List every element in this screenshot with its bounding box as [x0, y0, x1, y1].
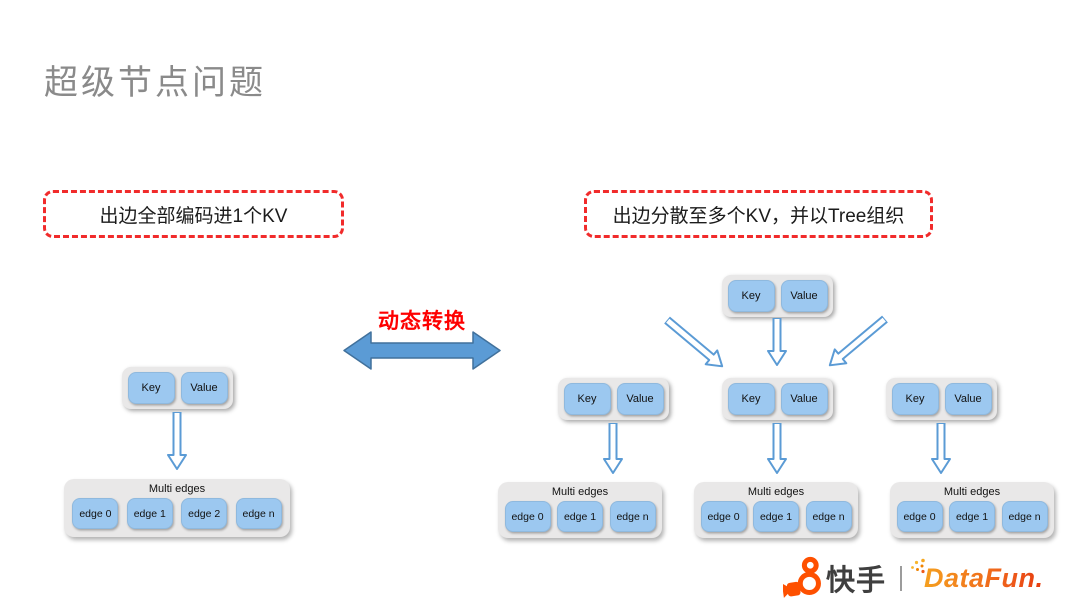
double-arrow-icon [343, 331, 501, 370]
down-arrow-icon [931, 423, 951, 474]
edge-chip: edge 0 [700, 501, 747, 532]
multi-edges-title: Multi edges [747, 486, 805, 498]
key-chip: Key [127, 372, 175, 404]
edge-chip: edge 1 [126, 498, 173, 529]
edge-chip: edge 1 [949, 501, 995, 532]
value-chip: Value [180, 372, 228, 404]
key-chip: Key [563, 383, 611, 415]
datafun-dots-icon [911, 558, 925, 573]
multi-edges-title: Multi edges [943, 486, 1001, 498]
down-arrow-icon [167, 412, 187, 470]
edge-chip: edge 0 [896, 501, 943, 532]
right-multi-edges-box-1: Multi edges edge 0 edge 1 edge n [498, 482, 662, 538]
diagonal-right-arrow-icon [828, 315, 889, 367]
left-kv-node: Key Value [122, 367, 233, 409]
slide-title: 超级节点问题 [44, 64, 266, 102]
kuaishou-wordmark: 快手 [826, 565, 887, 597]
child-kv-node-2: Key Value [722, 378, 833, 420]
right-caption-box: 出边分散至多个KV，并以Tree组织 [584, 190, 933, 238]
edge-chip: edge n [805, 501, 852, 532]
edge-chip: edge 0 [504, 501, 551, 532]
right-multi-edges-box-2: Multi edges edge 0 edge 1 edge n [694, 482, 858, 538]
edge-chip: edge 1 [753, 501, 799, 532]
right-multi-edges-box-3: Multi edges edge 0 edge 1 edge n [890, 482, 1054, 538]
edge-chip: edge n [609, 501, 656, 532]
down-arrow-icon [603, 423, 623, 474]
right-caption-text: 出边分散至多个KV，并以Tree组织 [612, 205, 905, 227]
edge-chip: edge 1 [557, 501, 603, 532]
diagonal-left-arrow-icon [663, 316, 724, 368]
left-caption-box: 出边全部编码进1个KV [43, 190, 344, 238]
key-chip: Key [891, 383, 939, 415]
dynamic-transform-label: 动态转换 [378, 310, 466, 333]
edge-chip: edge 2 [181, 498, 228, 529]
footer-logos: 快手 DataFun. [783, 554, 1044, 602]
down-arrow-icon [767, 318, 787, 366]
root-kv-node: Key Value [722, 275, 833, 317]
multi-edges-title: Multi edges [148, 483, 206, 495]
multi-edges-title: Multi edges [551, 486, 609, 498]
kuaishou-logo-icon [783, 556, 821, 598]
edge-chip: edge n [1001, 501, 1048, 532]
left-multi-edges-box: Multi edges edge 0 edge 1 edge 2 edge n [64, 479, 290, 537]
value-chip: Value [616, 383, 664, 415]
value-chip: Value [780, 383, 828, 415]
value-chip: Value [780, 280, 828, 312]
logo-divider [900, 565, 903, 591]
key-chip: Key [727, 280, 775, 312]
left-caption-text: 出边全部编码进1个KV [99, 205, 288, 227]
child-kv-node-3: Key Value [886, 378, 997, 420]
key-chip: Key [727, 383, 775, 415]
edge-chip: edge n [235, 498, 282, 529]
edge-chip: edge 0 [72, 498, 119, 529]
down-arrow-icon [767, 423, 787, 474]
child-kv-node-1: Key Value [558, 378, 669, 420]
value-chip: Value [944, 383, 992, 415]
datafun-wordmark: DataFun. [911, 558, 1044, 594]
